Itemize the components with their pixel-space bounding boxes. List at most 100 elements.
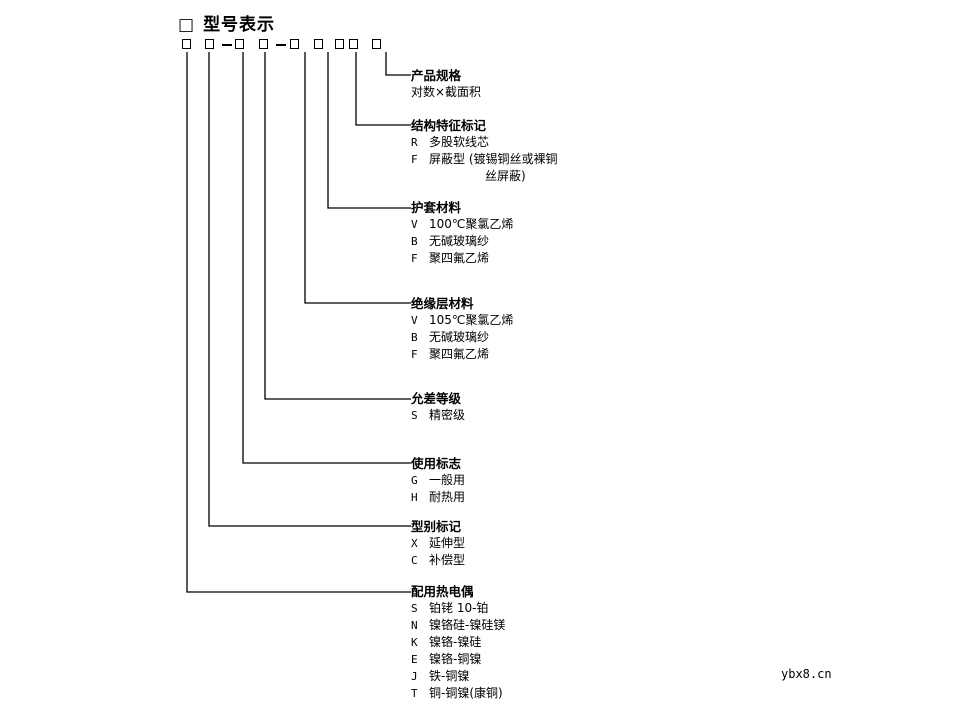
option-text: 铜-铜镍(康铜) bbox=[429, 686, 503, 700]
connector-sheath-material bbox=[327, 52, 411, 209]
option-text: 对数×截面积 bbox=[411, 85, 482, 99]
code-box-6 bbox=[314, 39, 323, 49]
option-row: T 铜-铜镍(康铜) bbox=[411, 685, 505, 702]
title-text: 型号表示 bbox=[203, 15, 276, 35]
option-code: B bbox=[411, 235, 418, 248]
code-box-5 bbox=[290, 39, 299, 49]
option-text: 聚四氟乙烯 bbox=[429, 347, 490, 361]
option-row: J 铁-铜镍 bbox=[411, 668, 505, 685]
connector-usage-mark bbox=[242, 52, 411, 464]
option-row: F 聚四氟乙烯 bbox=[411, 346, 513, 363]
code-box-9 bbox=[372, 39, 381, 49]
group-heading: 允差等级 bbox=[411, 391, 462, 406]
group-usage-mark: 使用标志 G 一般用 H 耐热用 bbox=[411, 456, 465, 506]
option-code: S bbox=[411, 409, 418, 422]
code-box-7 bbox=[335, 39, 344, 49]
option-code: B bbox=[411, 331, 418, 344]
code-dash-2 bbox=[276, 44, 286, 46]
group-heading: 绝缘层材料 bbox=[411, 296, 474, 311]
option-row: V 100℃聚氯乙烯 bbox=[411, 216, 513, 233]
option-row: R 多股软线芯 bbox=[411, 134, 558, 151]
option-text: 镍铬-镍硅 bbox=[429, 635, 482, 649]
group-heading: 配用热电偶 bbox=[411, 584, 474, 599]
title-box-symbol: □ bbox=[178, 15, 196, 35]
option-text: 无碱玻璃纱 bbox=[429, 330, 490, 344]
option-row-continuation: 丝屏蔽) bbox=[411, 168, 558, 184]
option-text: 镍铬-铜镍 bbox=[429, 652, 482, 666]
option-row: B 无碱玻璃纱 bbox=[411, 233, 513, 250]
option-row: X 延伸型 bbox=[411, 535, 465, 552]
option-row: N 镍铬硅-镍硅镁 bbox=[411, 617, 505, 634]
option-code: F bbox=[411, 153, 418, 166]
option-text: 镍铬硅-镍硅镁 bbox=[429, 618, 506, 632]
watermark: ybx8.cn bbox=[781, 667, 832, 681]
group-heading: 结构特征标记 bbox=[411, 118, 487, 133]
option-code: T bbox=[411, 687, 418, 700]
code-dash-1 bbox=[222, 44, 232, 46]
option-row: K 镍铬-镍硅 bbox=[411, 634, 505, 651]
option-row: B 无碱玻璃纱 bbox=[411, 329, 513, 346]
option-text: 一般用 bbox=[429, 473, 466, 487]
option-text: 铁-铜镍 bbox=[429, 669, 470, 683]
option-code: F bbox=[411, 252, 418, 265]
code-box-8 bbox=[349, 39, 358, 49]
page-title: □ 型号表示 bbox=[178, 10, 275, 35]
option-row: S 铂铑 10-铂 bbox=[411, 600, 505, 617]
connector-type-mark bbox=[208, 52, 411, 527]
connector-structure-mark bbox=[355, 52, 411, 126]
group-heading: 产品规格 bbox=[411, 68, 462, 83]
group-sheath-material: 护套材料 V 100℃聚氯乙烯 B 无碱玻璃纱 F 聚四氟乙烯 bbox=[411, 200, 513, 267]
option-text: 丝屏蔽) bbox=[485, 169, 526, 183]
option-text: 补偿型 bbox=[429, 553, 466, 567]
group-type-mark: 型别标记 X 延伸型 C 补偿型 bbox=[411, 519, 465, 569]
option-row: C 补偿型 bbox=[411, 552, 465, 569]
option-row: 对数×截面积 bbox=[411, 84, 481, 100]
option-text: 屏蔽型 (镀锡铜丝或裸铜 bbox=[429, 152, 558, 166]
code-box-2 bbox=[205, 39, 214, 49]
option-text: 聚四氟乙烯 bbox=[429, 251, 490, 265]
code-box-3 bbox=[235, 39, 244, 49]
group-heading: 护套材料 bbox=[411, 200, 462, 215]
option-code: N bbox=[411, 619, 418, 632]
option-row: V 105℃聚氯乙烯 bbox=[411, 312, 513, 329]
option-row: H 耐热用 bbox=[411, 489, 465, 506]
option-code: E bbox=[411, 653, 418, 666]
option-text: 多股软线芯 bbox=[429, 135, 490, 149]
option-code: V bbox=[411, 218, 418, 231]
option-row: E 镍铬-铜镍 bbox=[411, 651, 505, 668]
option-text: 100℃聚氯乙烯 bbox=[429, 217, 514, 231]
connector-tolerance-grade bbox=[264, 52, 411, 400]
code-box-4 bbox=[259, 39, 268, 49]
option-code: V bbox=[411, 314, 418, 327]
option-text: 延伸型 bbox=[429, 536, 466, 550]
option-code: R bbox=[411, 136, 418, 149]
group-product-spec: 产品规格 对数×截面积 bbox=[411, 68, 481, 100]
option-row: S 精密级 bbox=[411, 407, 465, 424]
option-row: F 屏蔽型 (镀锡铜丝或裸铜 bbox=[411, 151, 558, 168]
option-code: J bbox=[411, 670, 418, 683]
group-insulation-material: 绝缘层材料 V 105℃聚氯乙烯 B 无碱玻璃纱 F 聚四氟乙烯 bbox=[411, 296, 513, 363]
option-text: 铂铑 10-铂 bbox=[429, 601, 489, 615]
option-code: X bbox=[411, 537, 418, 550]
group-heading: 使用标志 bbox=[411, 456, 462, 471]
option-text: 精密级 bbox=[429, 408, 466, 422]
group-heading: 型别标记 bbox=[411, 519, 462, 534]
option-text: 105℃聚氯乙烯 bbox=[429, 313, 514, 327]
option-code: H bbox=[411, 491, 418, 504]
option-text: 无碱玻璃纱 bbox=[429, 234, 490, 248]
option-code: C bbox=[411, 554, 418, 567]
option-code: G bbox=[411, 474, 418, 487]
code-box-1 bbox=[182, 39, 191, 49]
connector-insulation-material bbox=[304, 52, 411, 304]
connector-product-spec bbox=[385, 52, 411, 76]
option-row: G 一般用 bbox=[411, 472, 465, 489]
option-code: K bbox=[411, 636, 418, 649]
connector-thermocouple bbox=[186, 52, 411, 593]
option-text: 耐热用 bbox=[429, 490, 466, 504]
option-code: F bbox=[411, 348, 418, 361]
group-structure-mark: 结构特征标记 R 多股软线芯 F 屏蔽型 (镀锡铜丝或裸铜 丝屏蔽) bbox=[411, 118, 558, 184]
group-tolerance-grade: 允差等级 S 精密级 bbox=[411, 391, 465, 424]
option-code: S bbox=[411, 602, 418, 615]
